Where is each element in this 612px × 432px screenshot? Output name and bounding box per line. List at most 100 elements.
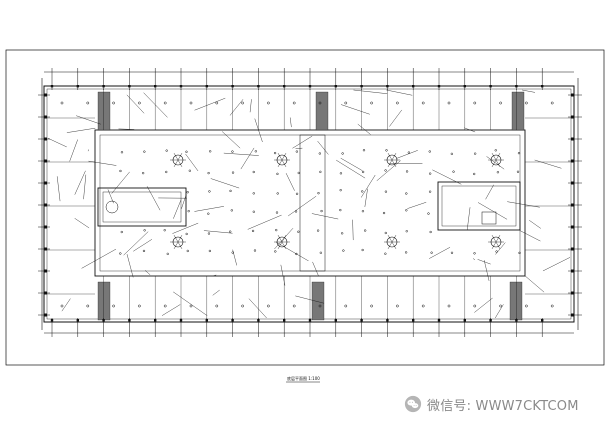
wiring-line — [203, 230, 233, 234]
wiring-line — [74, 170, 86, 195]
light-fixture — [119, 169, 122, 173]
watermark: 微信号: WWW7CKTCOM — [404, 394, 579, 414]
light-fixture — [516, 170, 520, 173]
light-fixture — [186, 249, 189, 253]
wiring-line — [88, 160, 117, 166]
light-fixture — [120, 230, 123, 234]
light-fixture — [185, 232, 188, 236]
column-marker — [205, 85, 208, 88]
wiring-line — [317, 140, 329, 155]
column-marker — [44, 313, 47, 317]
wiring-line — [529, 220, 541, 229]
light-fixture — [86, 304, 90, 308]
wiring-line — [285, 173, 295, 191]
panel-wire — [277, 159, 283, 168]
panel-wire — [173, 241, 179, 250]
column-marker — [76, 319, 79, 322]
light-fixture — [473, 101, 477, 105]
light-fixture — [207, 212, 210, 215]
wiring-line — [181, 194, 187, 209]
column-marker — [308, 319, 312, 322]
light-fixture — [427, 212, 430, 215]
light-fixture — [344, 101, 348, 105]
wiring-line — [56, 176, 61, 202]
wiring-line — [254, 118, 263, 143]
light-fixture — [215, 304, 219, 308]
light-fixture — [385, 149, 388, 152]
light-fixture — [292, 304, 296, 308]
column-marker — [308, 85, 312, 88]
column-marker — [76, 85, 79, 88]
wiring-line — [47, 138, 67, 148]
light-fixture — [142, 249, 146, 253]
light-fixture — [231, 251, 234, 254]
column-marker — [541, 319, 544, 322]
light-fixture — [86, 101, 90, 105]
light-fixture — [163, 229, 166, 232]
column-marker — [515, 85, 518, 88]
wiring-line — [396, 150, 418, 159]
column-marker — [571, 159, 574, 163]
light-fixture — [317, 192, 320, 195]
light-fixture — [60, 101, 64, 105]
wiring-line — [76, 115, 101, 125]
light-fixture — [208, 190, 211, 193]
light-fixture — [407, 151, 411, 154]
wiring-line — [295, 295, 325, 304]
column-marker — [334, 319, 337, 322]
column-marker — [437, 319, 441, 322]
wiring-line — [212, 289, 220, 296]
wiring-line — [66, 127, 96, 133]
light-fixture — [189, 101, 193, 105]
wiring-line — [340, 104, 370, 115]
right-atrium-stair — [481, 211, 497, 225]
light-fixture — [166, 252, 169, 256]
column-marker — [360, 319, 363, 322]
column-marker — [44, 137, 47, 141]
wiring-line — [432, 169, 462, 185]
stair-core-tm — [315, 91, 329, 131]
light-fixture — [473, 172, 476, 176]
panel-wire — [491, 152, 497, 161]
light-fixture — [254, 150, 257, 153]
wiring-line — [213, 274, 217, 277]
light-fixture — [473, 304, 477, 308]
wiring-line — [111, 171, 130, 194]
column-marker — [571, 203, 574, 207]
light-fixture — [207, 171, 210, 175]
wiring-line — [287, 196, 317, 217]
wiring-line — [376, 160, 401, 181]
column-marker — [386, 85, 389, 88]
light-fixture — [447, 304, 451, 308]
light-fixture — [473, 252, 476, 255]
wiring-line — [542, 257, 571, 272]
light-fixture — [251, 229, 255, 233]
column-marker — [179, 85, 183, 88]
panel-wire — [391, 241, 397, 250]
wiring-line — [161, 304, 181, 316]
light-fixture — [163, 304, 167, 308]
column-marker — [44, 159, 47, 163]
column-marker — [571, 269, 574, 273]
column-marker — [412, 319, 415, 322]
column-marker — [360, 85, 363, 88]
panel-wire — [495, 152, 501, 161]
light-fixture — [339, 208, 342, 212]
wiring-line — [172, 222, 199, 234]
column-marker — [571, 93, 574, 97]
light-fixture — [163, 101, 167, 105]
panel-wire — [281, 234, 287, 243]
light-fixture — [231, 150, 234, 153]
light-fixture — [525, 304, 528, 308]
light-fixture — [292, 101, 296, 105]
wiring-line — [143, 92, 168, 118]
wiring-line — [74, 218, 90, 229]
light-fixture — [405, 170, 409, 173]
wiring-line — [221, 131, 241, 149]
column-marker — [205, 319, 208, 322]
panel-wire — [491, 159, 497, 168]
wiring-line — [248, 298, 267, 319]
light-fixture — [60, 304, 64, 308]
panel-wire — [173, 234, 179, 243]
